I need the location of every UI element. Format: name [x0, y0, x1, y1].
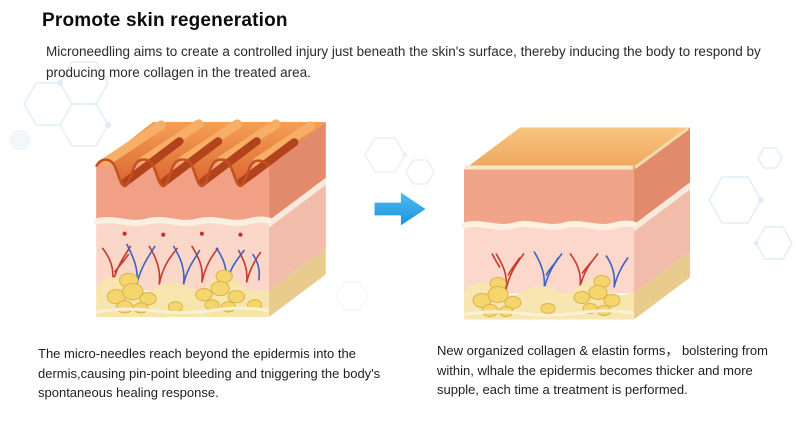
blood-vessels-blue — [533, 251, 629, 290]
left-figure-caption: The micro-needles reach beyond the epide… — [38, 346, 381, 400]
right-figure-caption: New organized collagen & elastin forms， … — [437, 343, 768, 397]
page-title: Promote skin regeneration — [42, 10, 288, 31]
skin-block-side-face — [634, 127, 690, 320]
basement-membrane-line — [461, 220, 637, 230]
needle-grooves — [121, 137, 299, 186]
pinpoint-bleeding-dots — [122, 231, 243, 237]
fat-lobules — [106, 269, 263, 314]
epidermis-layer — [464, 169, 634, 226]
skin-block-side-face — [268, 121, 326, 318]
injured-surface-edge — [95, 158, 270, 188]
healed-skin-illustration — [461, 127, 690, 320]
fat-bottom-line — [95, 306, 270, 315]
hex-cluster-right — [708, 147, 793, 260]
skin-top-surface-smooth — [464, 127, 690, 170]
basement-membrane-line — [93, 216, 272, 226]
hex-cluster-middle — [335, 137, 435, 311]
subtitle-text: Microneedling aims to create a controlle… — [46, 44, 761, 80]
skin-top-surface-injured — [96, 121, 326, 186]
skin-ridge-highlights — [101, 119, 316, 167]
blood-vessels-red — [101, 245, 262, 285]
blood-vessels-red — [491, 253, 599, 290]
top-edge-bevel-side — [634, 127, 689, 169]
fat-bottom-line — [463, 309, 635, 317]
hex-cluster-top-left — [8, 61, 111, 150]
arrow-right-icon — [374, 192, 426, 226]
blood-vessels-blue — [125, 243, 261, 285]
injured-skin-illustration — [93, 119, 326, 318]
